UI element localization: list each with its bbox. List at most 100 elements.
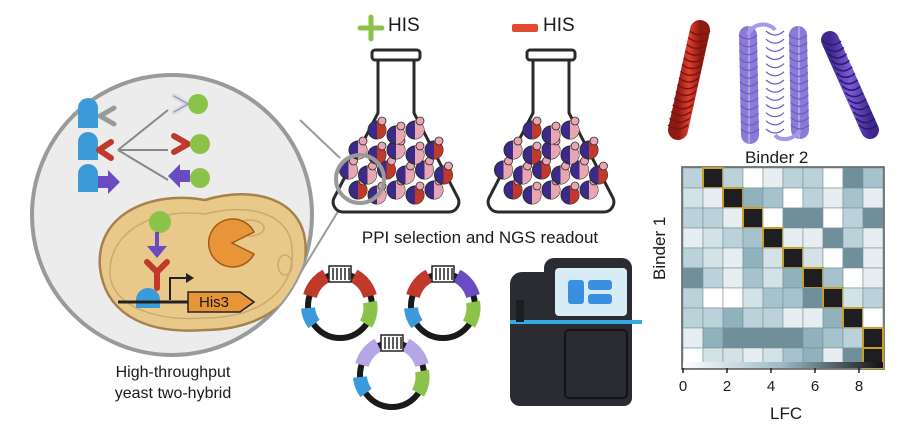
heatmap-cell	[782, 187, 804, 209]
heatmap-cell	[862, 247, 884, 269]
heatmap-cell	[802, 207, 824, 229]
dbd-shape	[78, 98, 98, 128]
yeast-cell-icon	[522, 116, 542, 140]
flask-plus-his	[331, 48, 461, 214]
lfc-tick: 6	[810, 378, 820, 395]
cell-population	[494, 116, 608, 205]
y3h-caption: High-throughput yeast two-hybrid	[78, 362, 268, 404]
heatmap-cell	[742, 167, 764, 189]
lfc-axis-label: LFC	[770, 404, 803, 423]
sequencer-screen	[555, 268, 627, 316]
prey-arrow-bound	[147, 232, 167, 258]
heatmap-cell-hit	[822, 287, 844, 309]
heatmap-cell	[742, 287, 764, 309]
yeast-cell-icon	[560, 116, 580, 140]
minus-his-label: HIS	[543, 15, 575, 36]
plasmid-left	[301, 265, 378, 341]
heatmap-cell	[722, 167, 744, 189]
heatmap-cell	[862, 307, 884, 329]
yeast-cell-icon	[503, 136, 523, 160]
heatmap-cell	[782, 167, 804, 189]
bait-y-red	[96, 139, 114, 161]
heatmap-cell	[782, 267, 804, 289]
heatmap-cell	[802, 227, 824, 249]
heatmap-cell	[762, 287, 784, 309]
heatmap-cell	[702, 287, 724, 309]
helix-coil	[822, 40, 878, 130]
heatmap-cell-hit	[722, 187, 744, 209]
heatmap-cell	[822, 187, 844, 209]
heatmap-cell	[802, 167, 824, 189]
heatmap-cell	[862, 207, 884, 229]
heatmap-cell	[822, 227, 844, 249]
yeast-cell-icon	[405, 116, 425, 140]
binder1-label: Binder 1	[650, 216, 669, 280]
heatmap-cell	[682, 327, 704, 349]
heatmap-cell	[762, 327, 784, 349]
heatmap-cell	[862, 227, 884, 249]
heatmap-cell	[782, 207, 804, 229]
heatmap-cell	[682, 247, 704, 269]
heatmap-cell	[782, 307, 804, 329]
heatmap-cell-hit	[842, 307, 864, 329]
branch-lines	[117, 109, 169, 181]
dbd-shape	[78, 132, 98, 160]
heatmap-cell	[702, 247, 724, 269]
heatmap-cell	[862, 267, 884, 289]
his3-enzyme	[207, 218, 256, 268]
binder-red-helix	[667, 20, 711, 140]
his3-label: His3	[199, 294, 229, 311]
prey-y-red	[171, 133, 191, 155]
heatmap-cell	[742, 327, 764, 349]
yeast-organelle	[277, 254, 293, 276]
dbd-shape	[78, 164, 98, 192]
prey-arrow-purple	[168, 164, 190, 188]
ngs-sequencer-icon	[510, 258, 642, 406]
flask-lip	[525, 48, 577, 62]
colorbar-ticks	[682, 368, 860, 373]
heatmap-cell	[842, 207, 864, 229]
heatmap-cell	[862, 167, 884, 189]
heatmap-cell	[822, 247, 844, 269]
heatmap-cell	[722, 227, 744, 249]
heatmap-cell-hit	[742, 207, 764, 229]
heatmap-cell	[682, 227, 704, 249]
y3h-caption-line2: yeast two-hybrid	[114, 385, 232, 402]
heatmap-cell	[822, 267, 844, 289]
yeast-cell-icon	[405, 141, 425, 165]
yeast-cell-icon	[541, 121, 561, 145]
lfc-colorbar-gradient	[683, 362, 883, 368]
y3h-caption-line1: High-throughput	[115, 364, 231, 381]
yeast-cell-icon	[589, 161, 608, 185]
cell-population	[339, 116, 453, 205]
ppi-caption: PPI selection and NGS readout	[361, 228, 599, 247]
yeast-cell-icon	[415, 156, 434, 180]
heatmap-cell	[682, 187, 704, 209]
heatmap-cell	[722, 207, 744, 229]
flask-lip	[370, 48, 422, 62]
promoter-arrowhead	[186, 273, 194, 283]
heatmap-cell	[682, 167, 704, 189]
prey-y-white	[173, 95, 189, 113]
heatmap-cell	[762, 187, 784, 209]
heatmap-cell	[682, 287, 704, 309]
heatmap-cell	[762, 307, 784, 329]
lfc-tick: 0	[678, 378, 688, 395]
helix-coil	[667, 30, 711, 130]
zoom-circle	[334, 153, 386, 205]
heatmap-cell	[822, 167, 844, 189]
heatmap-cell-hit	[802, 267, 824, 289]
heatmap-cell	[842, 227, 864, 249]
yeast-cell-icon	[405, 181, 425, 205]
yeast-cell-icon	[560, 141, 580, 165]
yeast-cell-icon	[494, 156, 513, 180]
bait-y-bound	[144, 259, 170, 291]
ad-domain	[190, 168, 210, 188]
his3-gene	[187, 291, 256, 313]
heatmap-cell	[742, 267, 764, 289]
lfc-tick: 2	[722, 378, 732, 395]
heatmap-cell	[742, 307, 764, 329]
heatmap-cell	[702, 307, 724, 329]
yeast-cell-icon	[522, 181, 542, 205]
